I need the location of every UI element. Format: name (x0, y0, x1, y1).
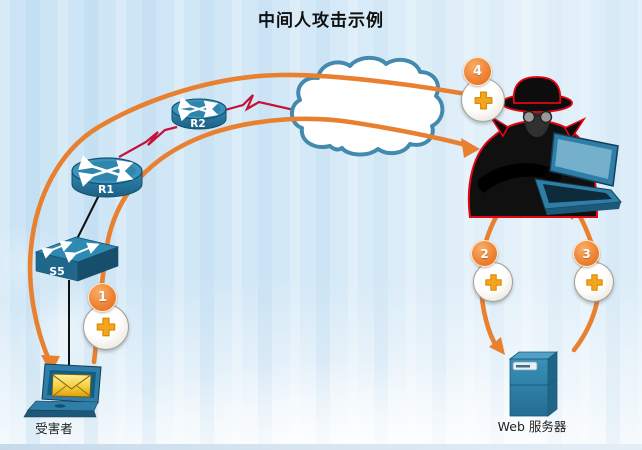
serial-links (118, 94, 304, 158)
hacker-icon (467, 76, 622, 218)
bottom-border (0, 444, 642, 450)
switch-s5-label: S5 (49, 265, 65, 278)
switch-arrows (41, 240, 100, 263)
victim-laptop-icon (23, 363, 102, 418)
plus-icon-step2 (473, 262, 513, 302)
page-title: 中间人攻击示例 (258, 11, 384, 31)
plus-icon-step4 (461, 78, 505, 122)
plus-glyph (585, 273, 603, 291)
router-r2-icon: R2 (171, 96, 227, 130)
plus-glyph (484, 273, 502, 291)
glasses-icon (522, 110, 553, 124)
hacker-laptop-icon (534, 132, 622, 215)
link-r1-s5 (73, 194, 100, 246)
ethernet-links (68, 194, 100, 365)
router-r1-icon: R1 (71, 155, 143, 198)
switch-s5-icon: S5 (34, 236, 120, 282)
arrowhead-right (461, 138, 480, 158)
plus-icon-step3 (574, 262, 614, 302)
cloud-icon (290, 55, 445, 157)
step-badge-3: 3 (573, 240, 600, 267)
router-arrows (177, 96, 219, 122)
arc-victim-to-attacker (91, 116, 480, 365)
plus-glyph (474, 91, 492, 109)
step-badge-4: 4 (463, 57, 492, 86)
lightning-link-icon-r2-cloud (224, 94, 304, 114)
plus-glyph (96, 317, 116, 337)
arrowhead-down-right (489, 337, 505, 355)
step-badge-1: 1 (88, 283, 117, 312)
lightning-link-icon-r1-r2 (118, 125, 178, 158)
router-arrows (78, 155, 134, 187)
web-server-icon (508, 351, 559, 417)
router-r2-label: R2 (190, 118, 205, 130)
web-server-label: Web 服务器 (498, 419, 567, 434)
router-r1-label: R1 (98, 183, 114, 196)
envelope-icon (51, 373, 92, 398)
step-badge-2: 2 (471, 240, 498, 267)
victim-label: 受害者 (35, 421, 73, 436)
